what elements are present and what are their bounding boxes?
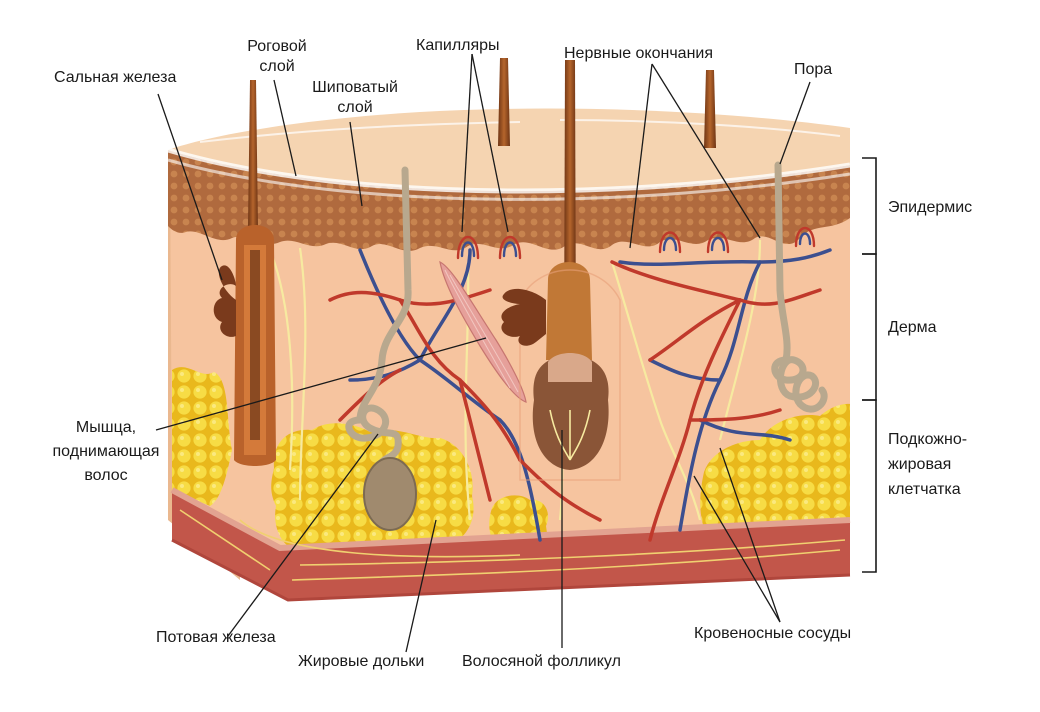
sebaceous-gland-left — [213, 265, 236, 337]
label-epidermis: Эпидермис — [888, 199, 973, 216]
leader-capillaries-b — [471, 53, 509, 233]
blood-vessels — [328, 227, 832, 542]
leader-blood-vessels-b — [719, 447, 781, 623]
sebaceous-gland-center — [501, 288, 546, 346]
label-nerve-endings: Нервные окончания — [564, 45, 714, 62]
leader-sebaceous-gland — [157, 93, 223, 281]
label-arrector-muscle-1: Мышца, — [75, 419, 137, 436]
bracket-epidermis — [862, 157, 877, 255]
leader-stratum-spinosum — [349, 121, 363, 207]
hair-center — [519, 60, 621, 481]
label-stratum-spinosum-1: Шиповатый — [312, 79, 398, 96]
label-dermis: Дерма — [888, 319, 937, 336]
label-blood-vessels: Кровеносные сосуды — [694, 625, 852, 642]
leader-pore — [779, 81, 811, 165]
bracket-hypodermis — [862, 399, 877, 573]
leader-arrector-muscle — [155, 337, 487, 431]
sweat-gland-right — [771, 161, 828, 413]
label-fat-lobules: Жировые дольки — [298, 653, 425, 670]
label-stratum-spinosum-2: слой — [337, 99, 373, 116]
leader-blood-vessels-a — [693, 475, 781, 623]
label-hypodermis-2: жировая — [888, 456, 952, 473]
label-hair-follicle: Волосяной фолликул — [462, 653, 621, 670]
label-arrector-muscle-3: волос — [84, 467, 128, 484]
label-pore: Пора — [794, 61, 833, 78]
leader-nerve-endings-a — [629, 63, 653, 249]
fat-lobule-left — [172, 367, 232, 506]
label-stratum-corneum-1: Роговой — [247, 38, 307, 55]
label-stratum-corneum-2: слой — [259, 58, 295, 75]
muscle-layer — [172, 490, 850, 600]
label-hypodermis-1: Подкожно- — [888, 431, 968, 448]
hair-surface-1 — [498, 58, 510, 146]
label-sweat-gland: Потовая железа — [156, 629, 276, 646]
sweat-gland-coil-left — [363, 457, 417, 531]
label-hypodermis-3: клетчатка — [888, 481, 961, 498]
leader-lines — [155, 53, 811, 653]
hair-surface-2 — [704, 70, 716, 148]
leader-sweat-gland — [227, 433, 379, 637]
leader-capillaries-a — [461, 53, 473, 233]
fat-lobule-right — [700, 403, 850, 528]
leader-fat-lobules — [405, 519, 437, 653]
layer-brackets — [862, 157, 877, 573]
sweat-gland-left — [345, 166, 412, 474]
bracket-dermis — [862, 253, 877, 401]
label-arrector-muscle-2: поднимающая — [52, 443, 160, 460]
leader-stratum-corneum — [273, 79, 297, 177]
label-capillaries: Капилляры — [416, 37, 500, 54]
leader-nerve-endings-b — [651, 63, 761, 239]
label-sebaceous-gland: Сальная железа — [54, 69, 177, 86]
